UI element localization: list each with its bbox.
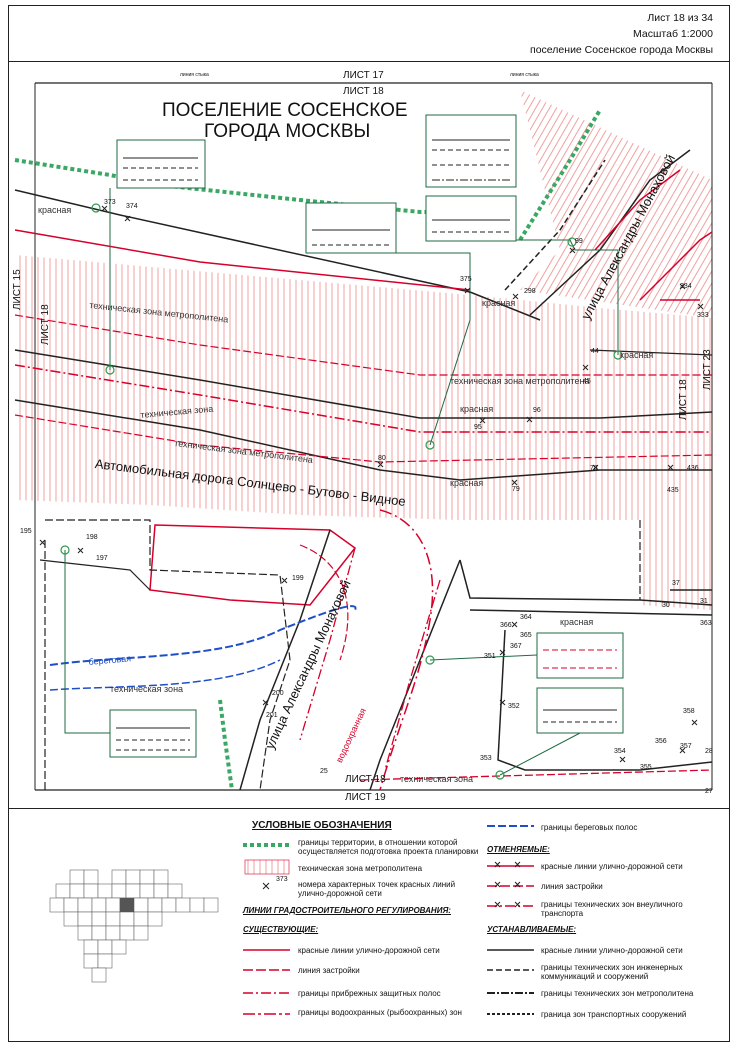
legend-cancelled-title: ОТМЕНЯЕМЫЕ: <box>487 845 550 854</box>
map-title-line1: ПОСЕЛЕНИЕ СОСЕНСКОЕ <box>162 100 408 121</box>
legend-regulation-title: ЛИНИИ ГРАДОСТРОИТЕЛЬНОГО РЕГУЛИРОВАНИЯ: <box>243 906 451 915</box>
point-number: 363 <box>700 620 712 627</box>
sheet-label-15: ЛИСТ 15 <box>12 269 23 310</box>
point-number: 28 <box>705 748 713 755</box>
legend-shore: границы береговых полос <box>541 823 638 832</box>
point-number: 354 <box>614 748 626 755</box>
sheet-number: Лист 18 из 34 <box>647 12 713 24</box>
sheet-label-18-left: ЛИСТ 18 <box>40 304 51 345</box>
legend-existing-red: красные линии улично-дорожной сети <box>298 946 440 955</box>
point-number: 30 <box>662 602 670 609</box>
header-box <box>8 5 730 62</box>
metro-zone-label: техническая зона метрополитена <box>450 376 590 386</box>
legend-established-title: УСТАНАВЛИВАЕМЫЕ: <box>487 925 577 934</box>
point-number: 367 <box>510 643 522 650</box>
point-number: 364 <box>520 614 532 621</box>
point-number: 25 <box>320 768 328 775</box>
seam-label: линия стыка <box>510 72 539 78</box>
legend-box <box>8 808 730 1042</box>
point-number: 375 <box>460 276 472 283</box>
point-number: 365 <box>520 632 532 639</box>
legend-established-metro: границы технических зон метрополитена <box>541 989 694 998</box>
red-line-label: красная <box>450 478 484 488</box>
point-number: 366 <box>500 622 512 629</box>
sheet-label-18-right: ЛИСТ 18 <box>678 379 689 420</box>
legend-points: номера характерных точек красных линий у… <box>298 880 456 898</box>
cancelled-red-line <box>14 229 471 291</box>
map-scale: Масштаб 1:2000 <box>633 28 713 40</box>
legend-established-red: красные линии улично-дорожной сети <box>541 946 683 955</box>
seam-label: линия стыка <box>180 72 209 78</box>
point-markers <box>39 205 704 763</box>
red-line-label: красная <box>620 350 654 360</box>
map-title-line2: ГОРОДА МОСКВЫ <box>204 121 371 142</box>
point-number: 198 <box>86 534 98 541</box>
point-number: 436 <box>687 465 699 472</box>
point-number: 31 <box>700 598 708 605</box>
legend-point-sample: 373 <box>276 876 288 883</box>
point-number: 355 <box>640 764 652 771</box>
point-number: 352 <box>508 703 520 710</box>
point-number: 27 <box>705 788 713 795</box>
legend-existing-water: границы водоохранных (рыбоохранных) зон <box>298 1008 462 1017</box>
point-number: 351 <box>484 653 496 660</box>
point-number: 357 <box>680 743 692 750</box>
point-number: 353 <box>480 755 492 762</box>
sheet-label-18-top: ЛИСТ 18 <box>343 86 384 97</box>
point-number: 334 <box>680 283 692 290</box>
tech-zone-label: техническая зона <box>110 684 184 694</box>
shore-line <box>49 605 357 666</box>
point-number: 199 <box>292 575 304 582</box>
point-number: 45 <box>583 378 591 385</box>
point-number: 298 <box>524 288 536 295</box>
point-number: 374 <box>126 203 138 210</box>
point-number: 435 <box>667 487 679 494</box>
sheet-label-19: ЛИСТ 19 <box>345 792 386 803</box>
point-number: 80 <box>378 455 386 462</box>
point-number: 95 <box>474 424 482 431</box>
map-canvas <box>14 82 713 791</box>
point-number: 197 <box>96 555 108 562</box>
legend-territory: границы территории, в отношении которой … <box>298 838 479 856</box>
legend-title: УСЛОВНЫЕ ОБОЗНАЧЕНИЯ <box>252 820 392 831</box>
legend-established-engineering: границы технических зон инженерных комму… <box>541 963 683 981</box>
legend-established-transport: граница зон транспортных сооружений <box>541 1010 687 1019</box>
sheet-label-17: ЛИСТ 17 <box>343 70 384 81</box>
point-number: 78 <box>590 465 598 472</box>
point-number: 333 <box>697 312 709 319</box>
point-number: 358 <box>683 708 695 715</box>
building-line <box>149 524 357 606</box>
legend-existing-building: линия застройки <box>298 966 360 975</box>
point-number: 201 <box>266 712 278 719</box>
legend-cancelled-zones: границы технических зон внеуличного тран… <box>541 900 683 918</box>
legend-existing-title: СУЩЕСТВУЮЩИЕ: <box>243 925 319 934</box>
red-line-label: красная <box>482 298 516 308</box>
point-number: 200 <box>272 690 284 697</box>
red-line-label: красная <box>38 205 72 215</box>
territory-boundary <box>14 158 470 214</box>
tech-zone-label: техническая зона <box>400 774 474 784</box>
point-number: 356 <box>655 738 667 745</box>
sheet-label-23: ЛИСТ 23 <box>702 349 713 390</box>
sheet-label-18-bottom: ЛИСТ 18 <box>345 774 386 785</box>
point-number: 96 <box>533 407 541 414</box>
point-number: 195 <box>20 528 32 535</box>
red-line-label: красная <box>560 617 594 627</box>
legend-cancelled-red: красные линии улично-дорожной сети <box>541 862 683 871</box>
point-number: 99 <box>575 238 583 245</box>
point-number: 373 <box>104 199 116 206</box>
point-number: 44 <box>591 348 599 355</box>
legend-cancelled-building: линия застройки <box>541 882 603 891</box>
legend-existing-coastal: границы прибрежных защитных полос <box>298 989 441 998</box>
red-line-label: красная <box>460 404 494 414</box>
legend-metro-zone: техническая зона метрополитена <box>298 864 423 873</box>
point-number: 37 <box>672 580 680 587</box>
settlement-name: поселение Сосенское города Москвы <box>530 44 713 56</box>
point-number: 79 <box>512 486 520 493</box>
metro-tech-zone-north <box>520 90 712 318</box>
